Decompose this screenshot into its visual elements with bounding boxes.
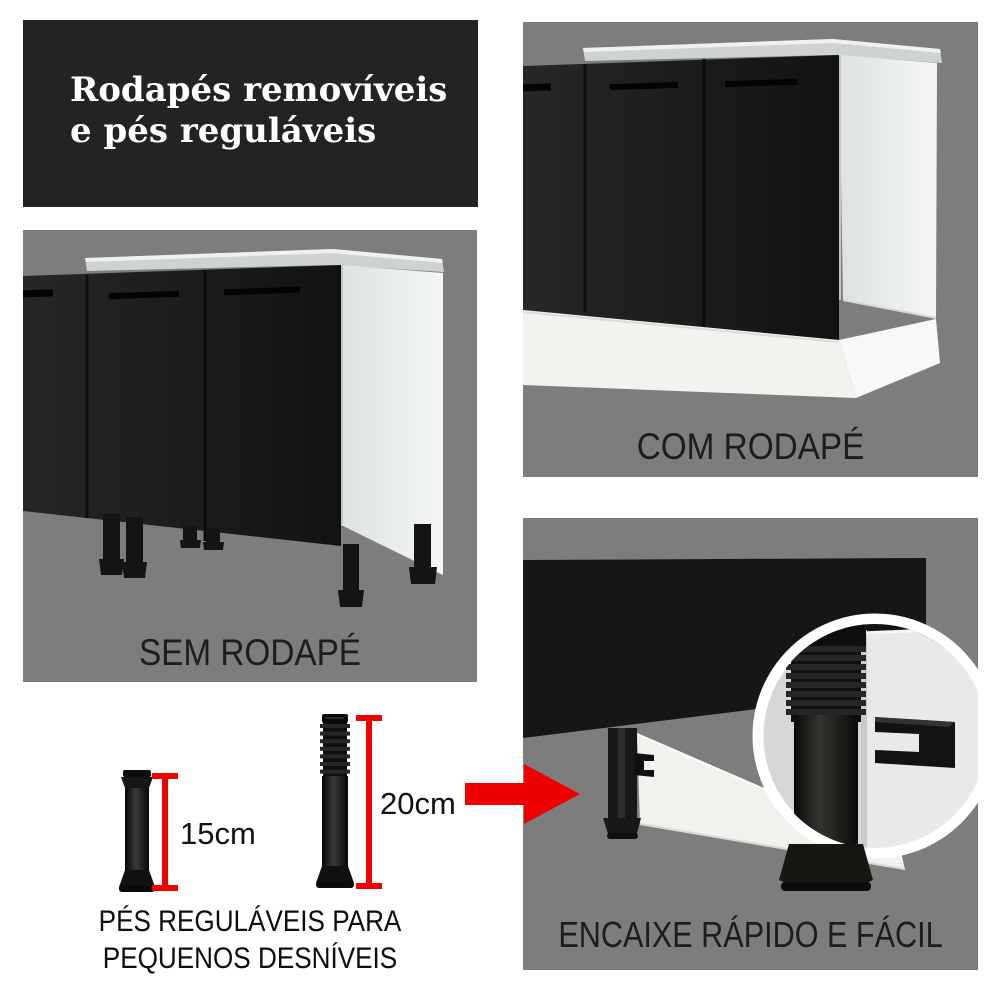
magnified-leg-foot-icon: [779, 844, 873, 891]
cabinet-leg-icon: [603, 728, 641, 839]
cabinet-side-panel: [341, 265, 443, 575]
door-handle-icon: [23, 289, 54, 298]
door-handle-icon: [108, 290, 180, 300]
label-15cm: 15cm: [180, 816, 256, 851]
measure-line-20cm: [356, 715, 382, 889]
feet-caption: PÉS REGULÁVEIS PARA PEQUENOS DESNÍVEIS: [85, 903, 416, 977]
title-line-2: e pés reguláveis: [70, 111, 377, 151]
caption-com-rodape: COM RODAPÉ: [636, 426, 865, 467]
cabinet-legs: [99, 514, 437, 607]
clip-bracket-icon: [634, 753, 654, 777]
measure-line-15cm: [152, 773, 178, 891]
tall-foot-icon: [316, 714, 354, 888]
door-handle-icon: [724, 78, 799, 88]
feet-caption-line-1: PÉS REGULÁVEIS PARA: [98, 905, 402, 938]
plinth-rodape: [523, 299, 940, 398]
countertop: [583, 39, 942, 63]
magnified-threaded-leg-icon: [786, 624, 866, 848]
short-foot-icon: [119, 770, 155, 892]
feet-caption-line-2: PEQUENOS DESNÍVEIS: [102, 942, 398, 975]
leg-assembly-illustration: [523, 558, 978, 891]
door-handle-icon: [609, 81, 679, 91]
label-20cm: 20cm: [380, 786, 456, 821]
door-handle-icon: [523, 83, 552, 92]
magnified-clip-bracket-icon: [875, 717, 955, 768]
cabinet-with-legs-illustration: [23, 249, 444, 607]
cabinet-doors: [523, 55, 839, 340]
title-line-1: Rodapés removíveis: [70, 70, 448, 110]
caption-sem-rodape: SEM RODAPÉ: [138, 632, 362, 673]
cabinet-side-panel: [839, 55, 937, 318]
right-arrow-icon: [465, 764, 580, 824]
panel-sem-rodape: SEM RODAPÉ: [23, 230, 477, 682]
title-banner: Rodapés removíveis e pés reguláveis: [23, 20, 478, 207]
cabinet-with-plinth-illustration: [523, 39, 942, 398]
cabinet-doors: [23, 265, 341, 546]
door-handle-icon: [223, 286, 301, 296]
panel-encaixe: ENCAIXE RÁPIDO E FÁCIL: [523, 518, 978, 970]
panel-com-rodape: COM RODAPÉ: [523, 22, 978, 477]
magnifier-circle: [752, 613, 978, 891]
caption-encaixe: ENCAIXE RÁPIDO E FÁCIL: [558, 914, 943, 955]
